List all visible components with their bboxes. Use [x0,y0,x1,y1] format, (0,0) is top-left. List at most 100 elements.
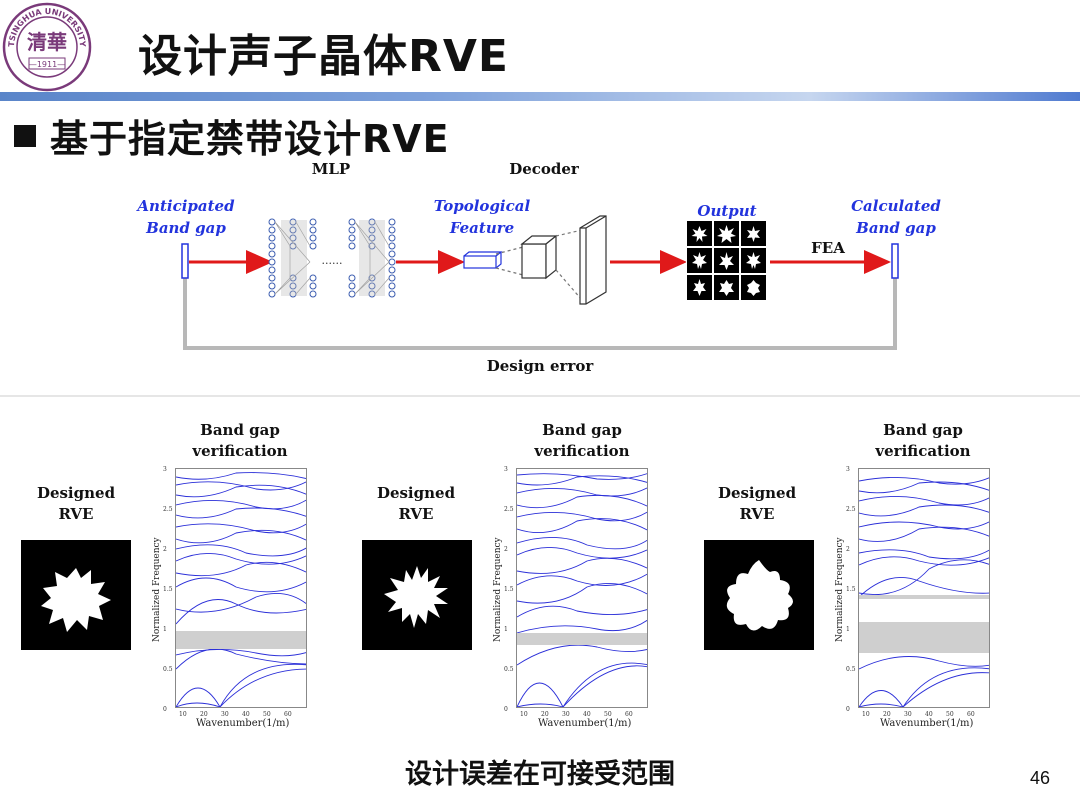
x-tick-label: 20 [883,711,891,718]
y-tick-label: 1 [163,626,167,633]
output-label: Output [697,202,757,220]
x-tick-label: 40 [925,711,933,718]
designed-line2: RVE [739,505,775,523]
x-tick-label: 50 [604,711,612,718]
designed-line1: Designed [36,484,116,502]
band-gap-region-2 [517,633,647,645]
y-tick-label: 0.5 [504,666,514,673]
bandgap-line2: verification [534,442,630,460]
x-tick-label: 50 [946,711,954,718]
y-axis-label-1: Normalized Frequency [152,537,162,642]
university-logo: TSINGHUA UNIVERSITY 清華 —1911— [2,2,92,92]
y-tick-label: 2.5 [163,506,173,513]
designed-rve-label-2: Designed RVE [356,483,476,525]
designed-rve-image-3 [704,540,814,650]
y-axis-label-2: Normalized Frequency [493,537,503,642]
y-tick-label: 0.5 [846,666,856,673]
y-tick-label: 1.5 [504,586,514,593]
page-number: 46 [1029,768,1050,788]
x-tick-label: 10 [520,711,528,718]
band-gap-verification-label-3: Band gap verification [833,420,1013,462]
slide-title: 设计声子晶体RVE [138,31,509,82]
y-tick-label: 2 [504,546,508,553]
x-tick-label: 40 [242,711,250,718]
bandgap-line2: verification [192,442,288,460]
designed-rve-image-1 [21,540,131,650]
x-tick-label: 10 [179,711,187,718]
x-tick-label: 30 [562,711,570,718]
bandgap-line2: verification [875,442,971,460]
section-heading-text: 基于指定禁带设计RVE [50,117,450,161]
decoder-label: Decoder [509,160,579,178]
designed-line1: Designed [717,484,797,502]
band-gap-region-3b [859,595,989,599]
band-structure-plot-3 [858,468,990,708]
x-tick-label: 20 [541,711,549,718]
topological-feature-vector [463,251,503,269]
bandgap-line1: Band gap [883,421,963,439]
designed-line1: Designed [376,484,456,502]
calculated-line1: Calculated [851,197,941,215]
design-error-label: Design error [486,357,594,375]
mlp-ellipsis: ...... [322,254,343,267]
bandgap-line1: Band gap [542,421,622,439]
band-structure-plot-1 [175,468,307,708]
y-tick-label: 2 [846,546,850,553]
y-tick-label: 2 [163,546,167,553]
mlp-label: MLP [311,160,351,178]
x-tick-label: 10 [862,711,870,718]
y-tick-label: 0.5 [163,666,173,673]
x-tick-label: 60 [284,711,292,718]
band-structure-plot-2 [516,468,648,708]
design-error-loop [183,262,897,350]
x-tick-label: 60 [967,711,975,718]
x-tick-label: 40 [583,711,591,718]
band-gap-verification-label-2: Band gap verification [492,420,672,462]
y-tick-label: 3 [846,466,850,473]
svg-text:清華: 清華 [27,30,67,54]
y-tick-label: 0 [504,706,508,713]
band-gap-region-3 [859,622,989,653]
fea-label: FEA [811,239,845,257]
topological-feature-label: Topological Feature [432,195,532,239]
x-tick-label: 20 [200,711,208,718]
y-tick-label: 1.5 [163,586,173,593]
mlp-network-block-1 [268,218,317,298]
y-tick-label: 0 [163,706,167,713]
calculated-band-gap-label: Calculated Band gap [846,195,946,239]
decoder-network [495,215,607,305]
designed-line2: RVE [58,505,94,523]
x-tick-label: 60 [625,711,633,718]
band-gap-verification-label-1: Band gap verification [150,420,330,462]
y-tick-label: 3 [163,466,167,473]
x-axis-label-1: Wavenumber(1/m) [196,718,290,729]
x-tick-label: 30 [904,711,912,718]
section-heading: 基于指定禁带设计RVE [14,108,450,163]
output-structure-grid [686,220,768,302]
input-band-gap-marker [181,243,189,279]
y-tick-label: 0 [846,706,850,713]
conclusion-text: 设计误差在可接受范围 [405,759,675,790]
y-tick-label: 3 [504,466,508,473]
mlp-network-block-2 [348,218,396,298]
bullet-square-icon [14,124,36,147]
y-axis-label-3: Normalized Frequency [835,537,845,642]
x-axis-label-3: Wavenumber(1/m) [880,718,974,729]
x-tick-label: 50 [263,711,271,718]
calculated-band-gap-marker [891,243,899,279]
designed-rve-label-1: Designed RVE [16,483,136,525]
svg-text:—1911—: —1911— [29,60,65,69]
y-tick-label: 1 [846,626,850,633]
y-tick-label: 1.5 [846,586,856,593]
feature-line1: Topological [433,197,531,215]
y-tick-label: 1 [504,626,508,633]
designed-rve-label-3: Designed RVE [697,483,817,525]
designed-rve-image-2 [362,540,472,650]
band-gap-region-1 [176,631,306,649]
y-tick-label: 2.5 [846,506,856,513]
title-underline-bar [0,92,1080,101]
x-tick-label: 30 [221,711,229,718]
feature-line2: Feature [449,219,515,237]
section-divider [0,395,1080,397]
y-tick-label: 2.5 [504,506,514,513]
